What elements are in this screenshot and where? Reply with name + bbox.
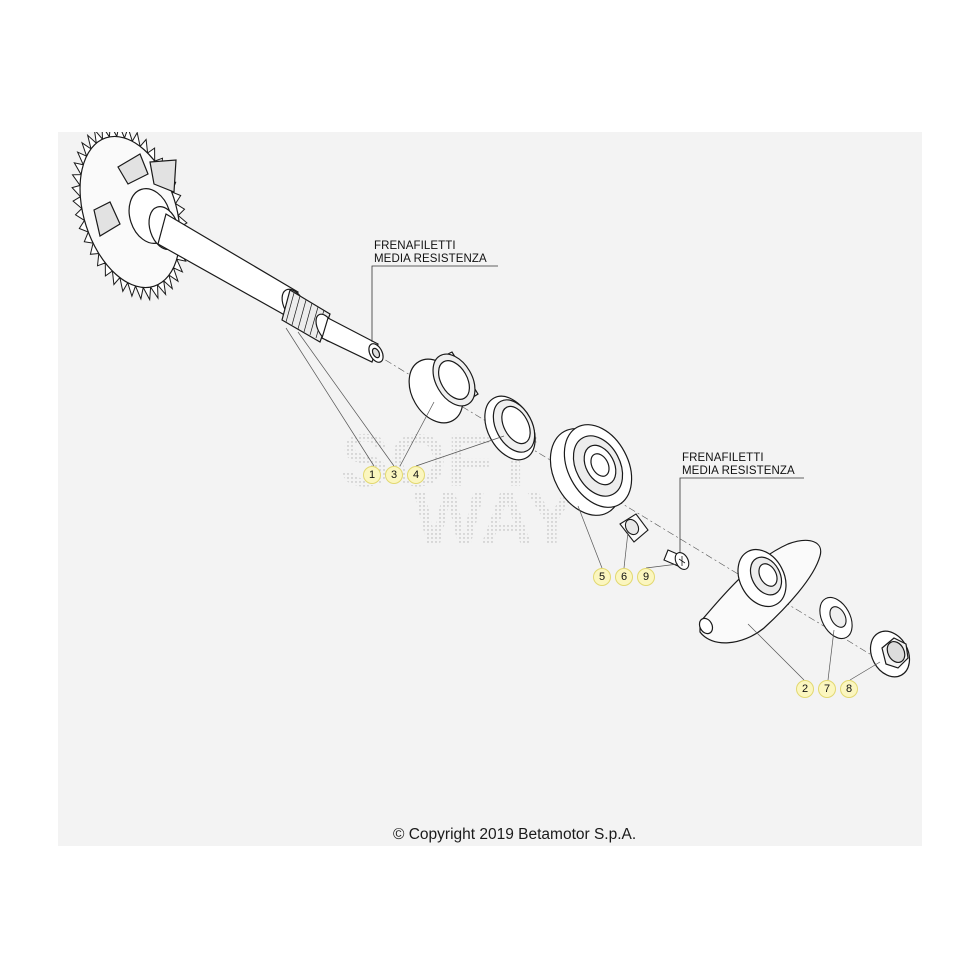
- note-leaders: [371, 265, 804, 552]
- callout-7[interactable]: 7: [818, 680, 836, 698]
- note-line: FRENAFILETTI: [682, 452, 764, 464]
- callout-2[interactable]: 2: [796, 680, 814, 698]
- lock-plate: [619, 513, 649, 543]
- callout-8[interactable]: 8: [840, 680, 858, 698]
- callout-6[interactable]: 6: [615, 568, 633, 586]
- note-line: MEDIA RESISTENZA: [374, 253, 487, 265]
- callout-5[interactable]: 5: [593, 568, 611, 586]
- note-threadlocker-upper: FRENAFILETTI MEDIA RESISTENZA: [374, 240, 487, 266]
- callout-9[interactable]: 9: [637, 568, 655, 586]
- flat-washer: [819, 596, 853, 640]
- gear-window: [117, 153, 149, 185]
- bushing: [408, 351, 479, 424]
- note-line: MEDIA RESISTENZA: [682, 465, 795, 477]
- note-line: FRENAFILETTI: [374, 240, 456, 252]
- gear-window: [93, 201, 121, 237]
- callout-leaders: [285, 327, 881, 681]
- exploded-view-drawing: SOFT WAY: [71, 132, 911, 681]
- callout-4[interactable]: 4: [407, 466, 425, 484]
- watermark-line-2: WAY: [414, 477, 576, 560]
- screw: [663, 549, 690, 570]
- gear-window: [149, 159, 177, 193]
- callout-3[interactable]: 3: [385, 466, 403, 484]
- ball-bearing: [549, 424, 633, 516]
- callout-1[interactable]: 1: [363, 466, 381, 484]
- note-threadlocker-lower: FRENAFILETTI MEDIA RESISTENZA: [682, 452, 795, 478]
- diagram-sheet: SOFT WAY: [58, 132, 922, 846]
- copyright-notice: © Copyright 2019 Betamotor S.p.A.: [393, 826, 637, 843]
- shaft: [157, 213, 384, 363]
- flange-nut: [869, 630, 911, 678]
- kick-lever: [698, 539, 822, 644]
- gear: [71, 132, 189, 302]
- seal-ring: [484, 395, 536, 461]
